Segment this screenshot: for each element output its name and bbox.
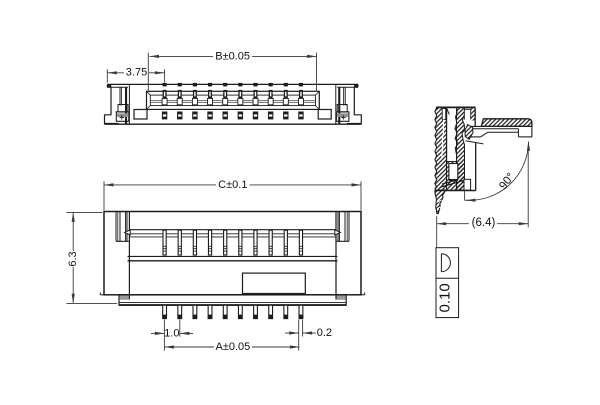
svg-text:1.0: 1.0 — [164, 328, 179, 340]
svg-text:0.10: 0.10 — [437, 283, 454, 312]
svg-text:A±0.05: A±0.05 — [216, 341, 251, 353]
svg-text:B±0.05: B±0.05 — [215, 51, 250, 63]
svg-text:0.2: 0.2 — [317, 327, 332, 339]
svg-text:3.75: 3.75 — [126, 67, 147, 79]
svg-text:C±0.1: C±0.1 — [218, 179, 247, 191]
svg-text:(6.4): (6.4) — [472, 217, 496, 229]
svg-text:6.3: 6.3 — [67, 251, 79, 266]
